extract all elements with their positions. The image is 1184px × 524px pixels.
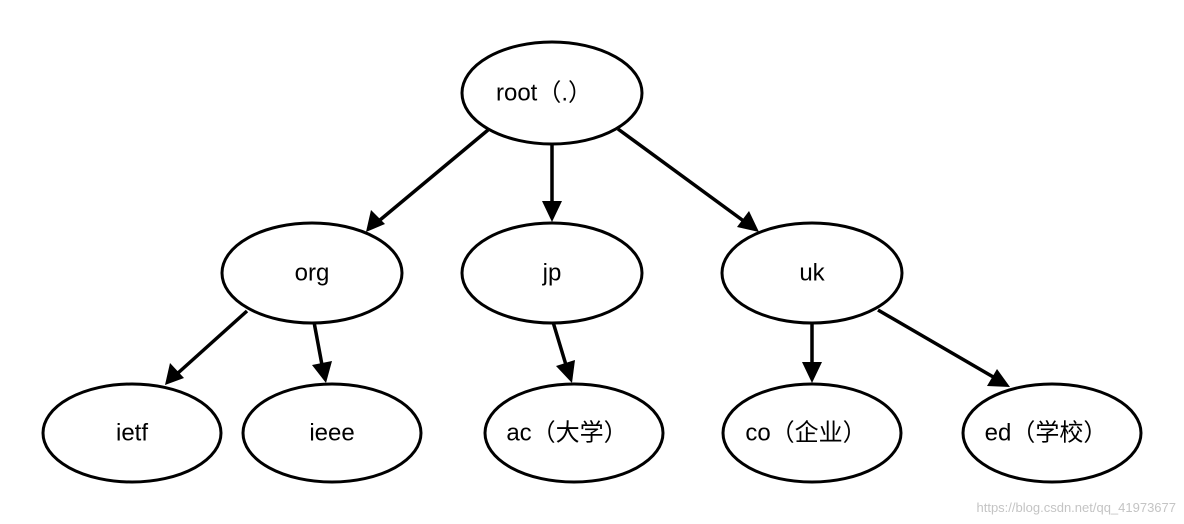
- edge-org-ieee: [312, 321, 324, 366]
- node-jp: jp: [460, 221, 644, 325]
- node-label-org: org: [295, 260, 330, 287]
- arrowhead-org-ieee: [312, 361, 332, 383]
- edge-jp-ac: [551, 321, 568, 366]
- node-label-root: root（.）: [496, 80, 592, 107]
- arrowhead-jp-ac: [556, 360, 575, 383]
- arrowhead-org-ietf: [165, 363, 184, 385]
- node-label-uk: uk: [799, 260, 825, 287]
- node-label-jp: jp: [542, 260, 562, 287]
- edge-root-org: [378, 128, 490, 222]
- node-uk: uk: [720, 221, 904, 325]
- node-org: org: [220, 221, 404, 325]
- arrowhead-root-uk: [737, 211, 759, 232]
- node-label-co: co（企业）: [745, 420, 866, 447]
- node-label-ietf: ietf: [116, 420, 148, 447]
- node-label-ac: ac（大学）: [506, 420, 627, 447]
- arrowhead-root-jp: [542, 201, 562, 222]
- node-ac: ac（大学）: [483, 382, 665, 484]
- watermark-text: https://blog.csdn.net/qq_41973677: [977, 500, 1177, 515]
- edge-org-ietf: [176, 309, 249, 375]
- edge-uk-ed: [877, 308, 996, 380]
- node-co: co（企业）: [721, 382, 903, 484]
- node-ed: ed（学校）: [961, 382, 1143, 484]
- edges: [165, 127, 1010, 387]
- node-label-ieee: ieee: [309, 420, 354, 447]
- node-label-ed: ed（学校）: [985, 420, 1108, 447]
- node-ietf: ietf: [41, 382, 223, 484]
- arrowhead-root-org: [366, 210, 385, 232]
- arrowhead-uk-co: [802, 362, 822, 383]
- arrowhead-uk-ed: [987, 369, 1010, 387]
- node-root: root（.）: [460, 40, 644, 146]
- edge-root-uk: [616, 127, 747, 224]
- node-ieee: ieee: [241, 382, 423, 484]
